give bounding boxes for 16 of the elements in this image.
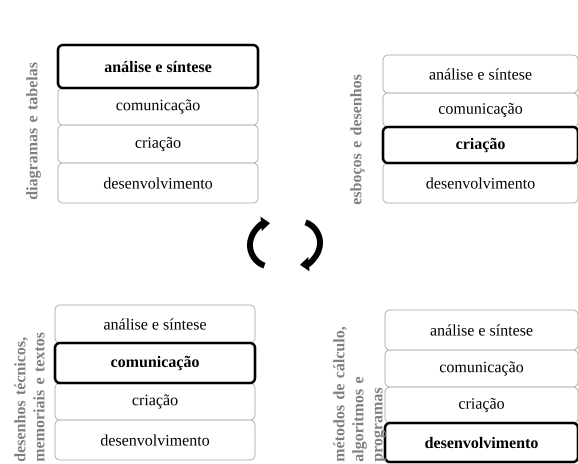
highlighted-stage-box: criação [382,126,578,164]
highlighted-stage-box: análise e síntese [56,44,260,90]
stage-box: desenvolvimento [54,420,256,460]
stage-box: análise e síntese [382,54,578,94]
side-label: diagramas e tabelas [26,62,41,200]
stage-box: desenvolvimento [382,162,578,204]
stage-box: criação [58,124,258,164]
side-label: desenhos técnicos, memoriais e textos [14,332,44,462]
side-label: esboços e desenhos [350,74,365,204]
stage-box: criação [384,386,578,424]
stage-box: comunicação [382,92,578,128]
stage-box: análise e síntese [384,310,578,350]
stage-box: comunicação [384,350,578,388]
side-label: métodos de cálculo, algoritmos e programas [333,326,386,462]
stage-box: desenvolvimento [58,162,258,204]
highlighted-stage-box: comunicação [54,342,256,384]
